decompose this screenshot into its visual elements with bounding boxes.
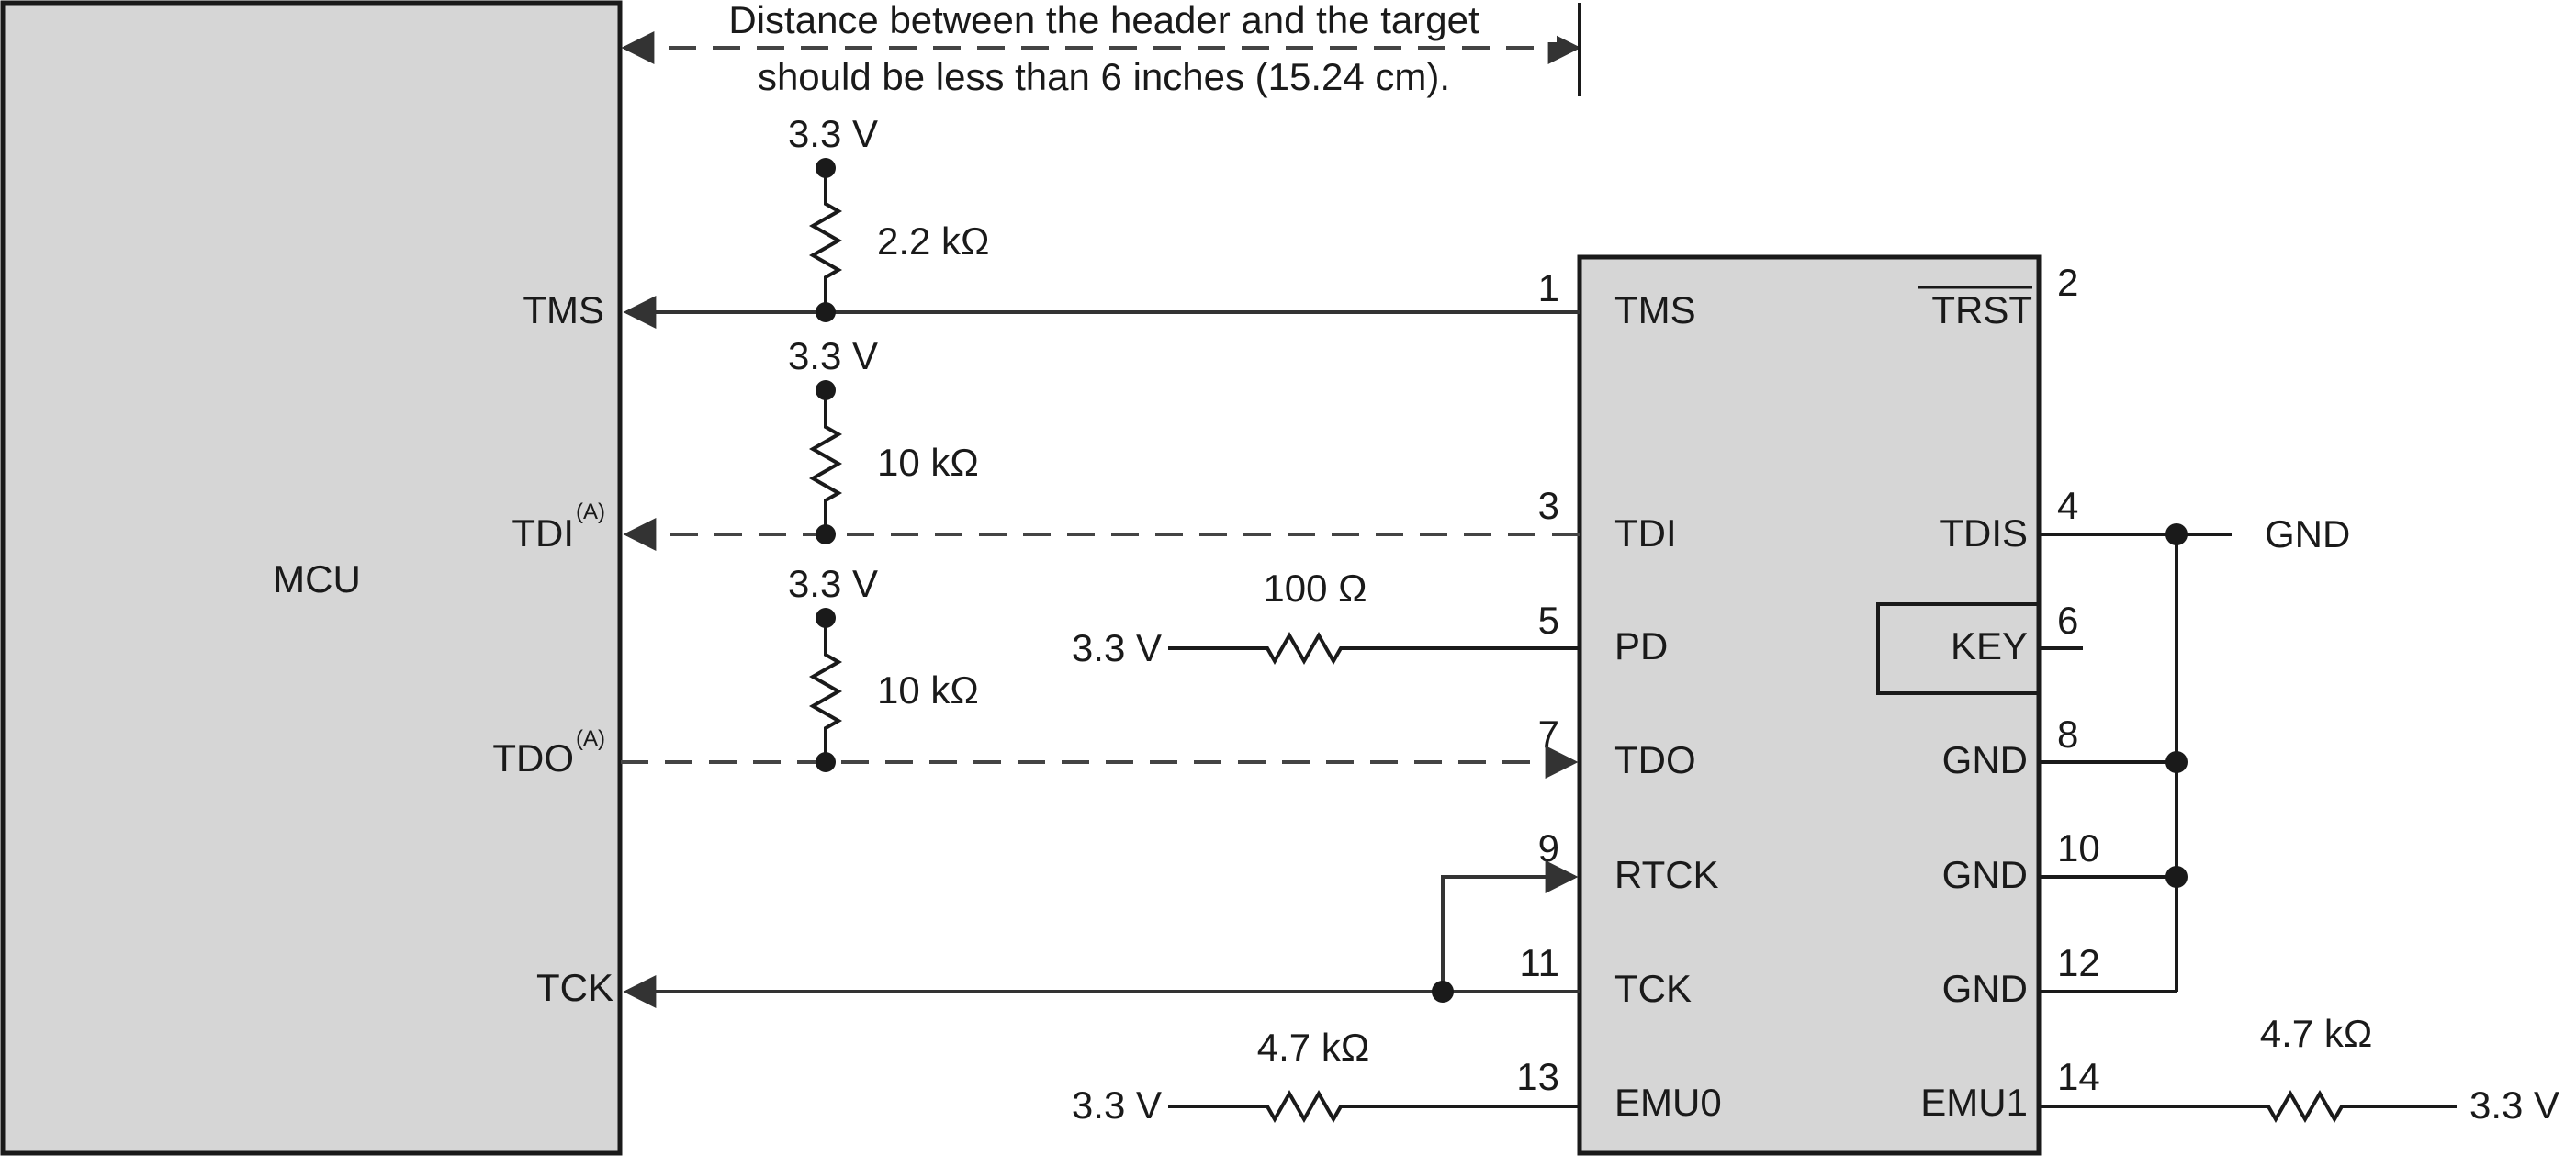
resistor-emu0: 3.3 V 4.7 kΩ [1072,1026,1580,1127]
mcu-label: MCU [273,557,361,600]
pullup-tdo-supply: 3.3 V [788,562,878,605]
pullup-tms-supply: 3.3 V [788,112,878,155]
header-pin-num-1: 1 [1538,266,1559,309]
header-pin-name-9: RTCK [1614,853,1719,896]
mcu-pin-tdi: TDI [512,511,574,555]
gnd-label: GND [2265,512,2350,556]
mcu-pin-tms: TMS [523,288,604,331]
header-pin-name-1: TMS [1614,288,1696,331]
mcu-block: MCU TMS TDI (A) TDO (A) TCK [0,0,623,1156]
resistor-emu1-value: 4.7 kΩ [2260,1012,2372,1055]
resistor-pd: 3.3 V 100 Ω [1072,567,1580,669]
pullup-tdo: 3.3 V 10 kΩ [788,562,979,772]
resistor-pd-icon [1168,631,1580,666]
header-pin-name-8: GND [1942,738,2028,781]
header-pin-num-7: 7 [1538,713,1559,756]
header-pin-name-7: TDO [1614,738,1696,781]
resistor-tdi-icon [808,390,843,534]
header-pin-name-11: TCK [1614,967,1692,1010]
mcu-pin-tdo: TDO [492,736,574,780]
header-pin-num-13: 13 [1516,1055,1559,1098]
header-pin-num-4: 4 [2057,484,2078,527]
header-pin-num-10: 10 [2057,826,2100,870]
header-pin-num-14: 14 [2057,1055,2100,1098]
header-pin-name-2: TRST [1931,288,2032,331]
pullup-tdi: 3.3 V 10 kΩ [788,334,979,544]
header-pin-name-6: KEY [1951,624,2028,668]
pullup-tdi-supply: 3.3 V [788,334,878,377]
mcu-pin-tdo-note: (A) [576,726,605,751]
pullup-tdi-value: 10 kΩ [877,441,979,484]
header-pin-num-6: 6 [2057,599,2078,642]
header-pin-name-3: TDI [1614,511,1677,555]
resistor-emu0-supply: 3.3 V [1072,1083,1162,1127]
header-pin-num-11: 11 [1519,941,1559,984]
pullup-tms: 3.3 V 2.2 kΩ [788,112,989,322]
header-pin-name-5: PD [1614,624,1668,668]
header-pin-num-5: 5 [1538,599,1559,642]
header-pin-num-9: 9 [1538,826,1559,870]
jtag-header: TMS TDI PD TDO RTCK TCK EMU0 TRST TDIS K… [1516,254,2100,1156]
header-pin-name-10: GND [1942,853,2028,896]
resistor-tdo-icon [808,618,843,762]
header-pin-num-2: 2 [2057,261,2078,304]
header-pin-num-3: 3 [1538,484,1559,527]
header-pin-name-4: TDIS [1940,511,2028,555]
distance-annotation: Distance between the header and the targ… [621,0,1581,98]
mcu-pin-tck: TCK [536,966,613,1009]
resistor-emu1: 3.3 V 4.7 kΩ [2039,1012,2559,1127]
distance-note-line2: should be less than 6 inches (15.24 cm). [758,55,1450,98]
wire-rtck [1441,860,1579,992]
resistor-pd-supply: 3.3 V [1072,626,1162,669]
resistor-emu0-icon [1168,1089,1580,1124]
pullup-tdo-value: 10 kΩ [877,668,979,712]
header-pin-num-8: 8 [2057,713,2078,756]
header-pin-name-14: EMU1 [1920,1081,2028,1124]
signal-wires [621,296,1580,1008]
header-pin-num-12: 12 [2057,941,2100,984]
header-pin-name-13: EMU0 [1614,1081,1722,1124]
header-pin-name-12: GND [1942,967,2028,1010]
resistor-tms-icon [808,168,843,312]
resistor-emu1-supply: 3.3 V [2469,1083,2559,1127]
rtck-junction [1432,981,1454,1003]
ground-bus: GND [2039,512,2350,993]
resistor-emu0-value: 4.7 kΩ [1257,1026,1369,1069]
pullup-tms-value: 2.2 kΩ [877,219,989,263]
distance-note-line1: Distance between the header and the targ… [728,0,1479,41]
mcu-pin-tdi-note: (A) [576,499,605,524]
resistor-pd-value: 100 Ω [1263,567,1367,610]
resistor-emu1-icon [2039,1089,2457,1124]
